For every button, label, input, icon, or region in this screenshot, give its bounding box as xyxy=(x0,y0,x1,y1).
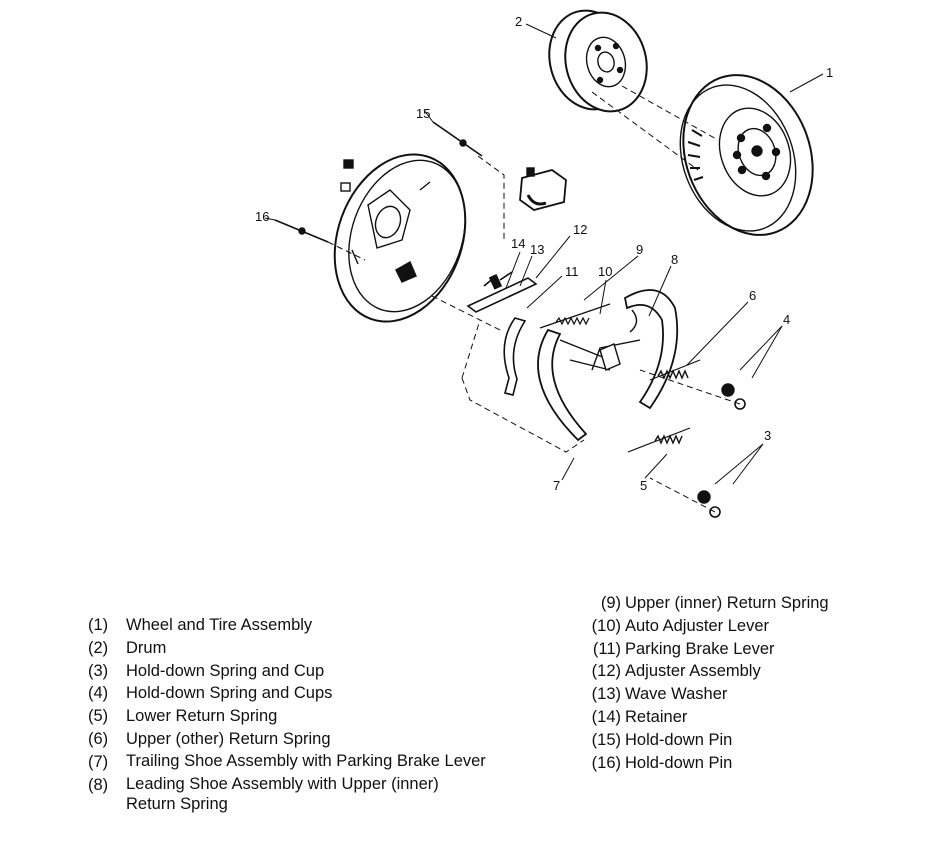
legend-number: (1) xyxy=(88,616,109,634)
legend-text: Lower Return Spring xyxy=(126,707,278,726)
legend-item: (9)Upper (inner) Return Spring xyxy=(575,592,915,615)
legend-left: (1) Wheel and Tire Assembly (2) Drum (3) Ho… xyxy=(88,614,508,817)
legend-number: (7) xyxy=(88,752,109,771)
legend-item: (3) Hold-down Spring and Cup xyxy=(88,660,508,683)
callout-8: 8 xyxy=(671,252,678,267)
legend-number: (10) xyxy=(591,616,621,635)
legend-text: Leading Shoe Assembly with Upper (inner)… xyxy=(126,774,439,813)
parking-brake-lever xyxy=(503,317,527,396)
legend-number: (6) xyxy=(88,729,109,748)
legend-text: Hold-down Pin xyxy=(625,730,733,749)
legend-number: (4) xyxy=(88,684,109,703)
leading-shoe-assembly xyxy=(591,289,679,410)
legend-item: (5) Lower Return Spring xyxy=(88,705,508,728)
legend-item: (16)Hold-down Pin xyxy=(575,752,915,775)
callout-labels: 1 2 3 4 5 6 7 8 9 10 11 12 13 14 15 16 xyxy=(255,14,833,493)
legend-number: (13) xyxy=(591,685,621,704)
legend-text: Retainer xyxy=(625,707,688,726)
callout-14: 14 xyxy=(511,236,525,251)
legend-number: (11) xyxy=(592,639,621,658)
callout-12: 12 xyxy=(573,222,587,237)
backing-plate-bolts xyxy=(340,159,354,192)
hold-down-springs-cups-4 xyxy=(721,383,746,410)
callout-5: 5 xyxy=(640,478,647,493)
legend-number: (3) xyxy=(88,661,109,680)
legend-item: (8) Leading Shoe Assembly with Upper (inn… xyxy=(88,774,508,817)
callout-3: 3 xyxy=(764,428,771,443)
wheel-tire-assembly xyxy=(679,74,814,236)
legend-text: Trailing Shoe Assembly with Parking Brak… xyxy=(126,751,486,770)
callout-9: 9 xyxy=(636,242,643,257)
legend-number: (16) xyxy=(591,753,621,772)
callout-15: 15 xyxy=(416,106,430,121)
hold-down-pin-15 xyxy=(432,121,483,157)
callout-16: 16 xyxy=(255,209,269,224)
callout-1: 1 xyxy=(826,65,833,80)
legend-number: (2) xyxy=(88,638,109,657)
legend-text: Wave Washer xyxy=(625,685,728,704)
legend-item: (1) Wheel and Tire Assembly xyxy=(88,614,508,637)
legend-item: (7) Trailing Shoe Assembly with Parking B… xyxy=(88,751,508,774)
legend-text: Hold-down Pin xyxy=(625,753,733,772)
legend-text: Parking Brake Lever xyxy=(625,639,775,658)
legend-number: (14) xyxy=(591,707,621,726)
callout-2: 2 xyxy=(515,14,522,29)
upper-inner-return-spring xyxy=(539,303,611,329)
legend-item: (11)Parking Brake Lever xyxy=(575,638,915,661)
hold-down-spring-cup-3 xyxy=(697,490,721,518)
legend-text: Upper (other) Return Spring xyxy=(126,729,331,748)
callout-11: 11 xyxy=(565,264,579,279)
legend-item: (10)Auto Adjuster Lever xyxy=(575,615,915,638)
legend-number: (8) xyxy=(88,775,109,794)
lower-return-spring xyxy=(627,427,691,453)
legend-text: Drum xyxy=(126,638,167,657)
legend-text: Upper (inner) Return Spring xyxy=(625,594,829,612)
legend-item: (2) Drum xyxy=(88,637,508,660)
callout-6: 6 xyxy=(749,288,756,303)
wheel-cylinder xyxy=(519,167,567,211)
legend-item: (12)Adjuster Assembly xyxy=(575,660,915,683)
backing-plate xyxy=(333,153,467,323)
legend-item: (4) Hold-down Spring and Cups xyxy=(88,682,508,705)
legend-right: (9)Upper (inner) Return Spring (10)Auto … xyxy=(575,592,915,774)
brake-drum xyxy=(548,9,648,113)
legend-item: (13)Wave Washer xyxy=(575,683,915,706)
callout-7: 7 xyxy=(553,478,560,493)
leader-lines xyxy=(264,23,824,485)
callout-13: 13 xyxy=(530,242,544,257)
legend-number: (12) xyxy=(591,662,621,681)
legend-text: Wheel and Tire Assembly xyxy=(126,616,313,634)
legend-text: Hold-down Spring and Cup xyxy=(126,661,325,680)
legend-number: (9) xyxy=(600,594,621,612)
callout-4: 4 xyxy=(783,312,790,327)
legend-text: Adjuster Assembly xyxy=(625,662,761,681)
legend-number: (15) xyxy=(591,730,621,749)
legend-item: (14)Retainer xyxy=(575,706,915,729)
legend-text: Hold-down Spring and Cups xyxy=(126,684,333,703)
upper-other-return-spring xyxy=(649,359,701,381)
adjuster-assembly xyxy=(466,271,538,313)
legend-item: (6) Upper (other) Return Spring xyxy=(88,728,508,751)
brake-exploded-diagram: 1 2 3 4 5 6 7 8 9 10 11 12 13 14 15 16 xyxy=(255,9,833,518)
callout-10: 10 xyxy=(598,264,612,279)
trailing-shoe-assembly xyxy=(537,328,611,442)
legend-text: Auto Adjuster Lever xyxy=(625,616,770,635)
assembly-guide-lines xyxy=(327,85,741,513)
hold-down-pin-16 xyxy=(274,219,329,243)
legend-item: (15)Hold-down Pin xyxy=(575,729,915,752)
legend-number: (5) xyxy=(88,707,109,726)
